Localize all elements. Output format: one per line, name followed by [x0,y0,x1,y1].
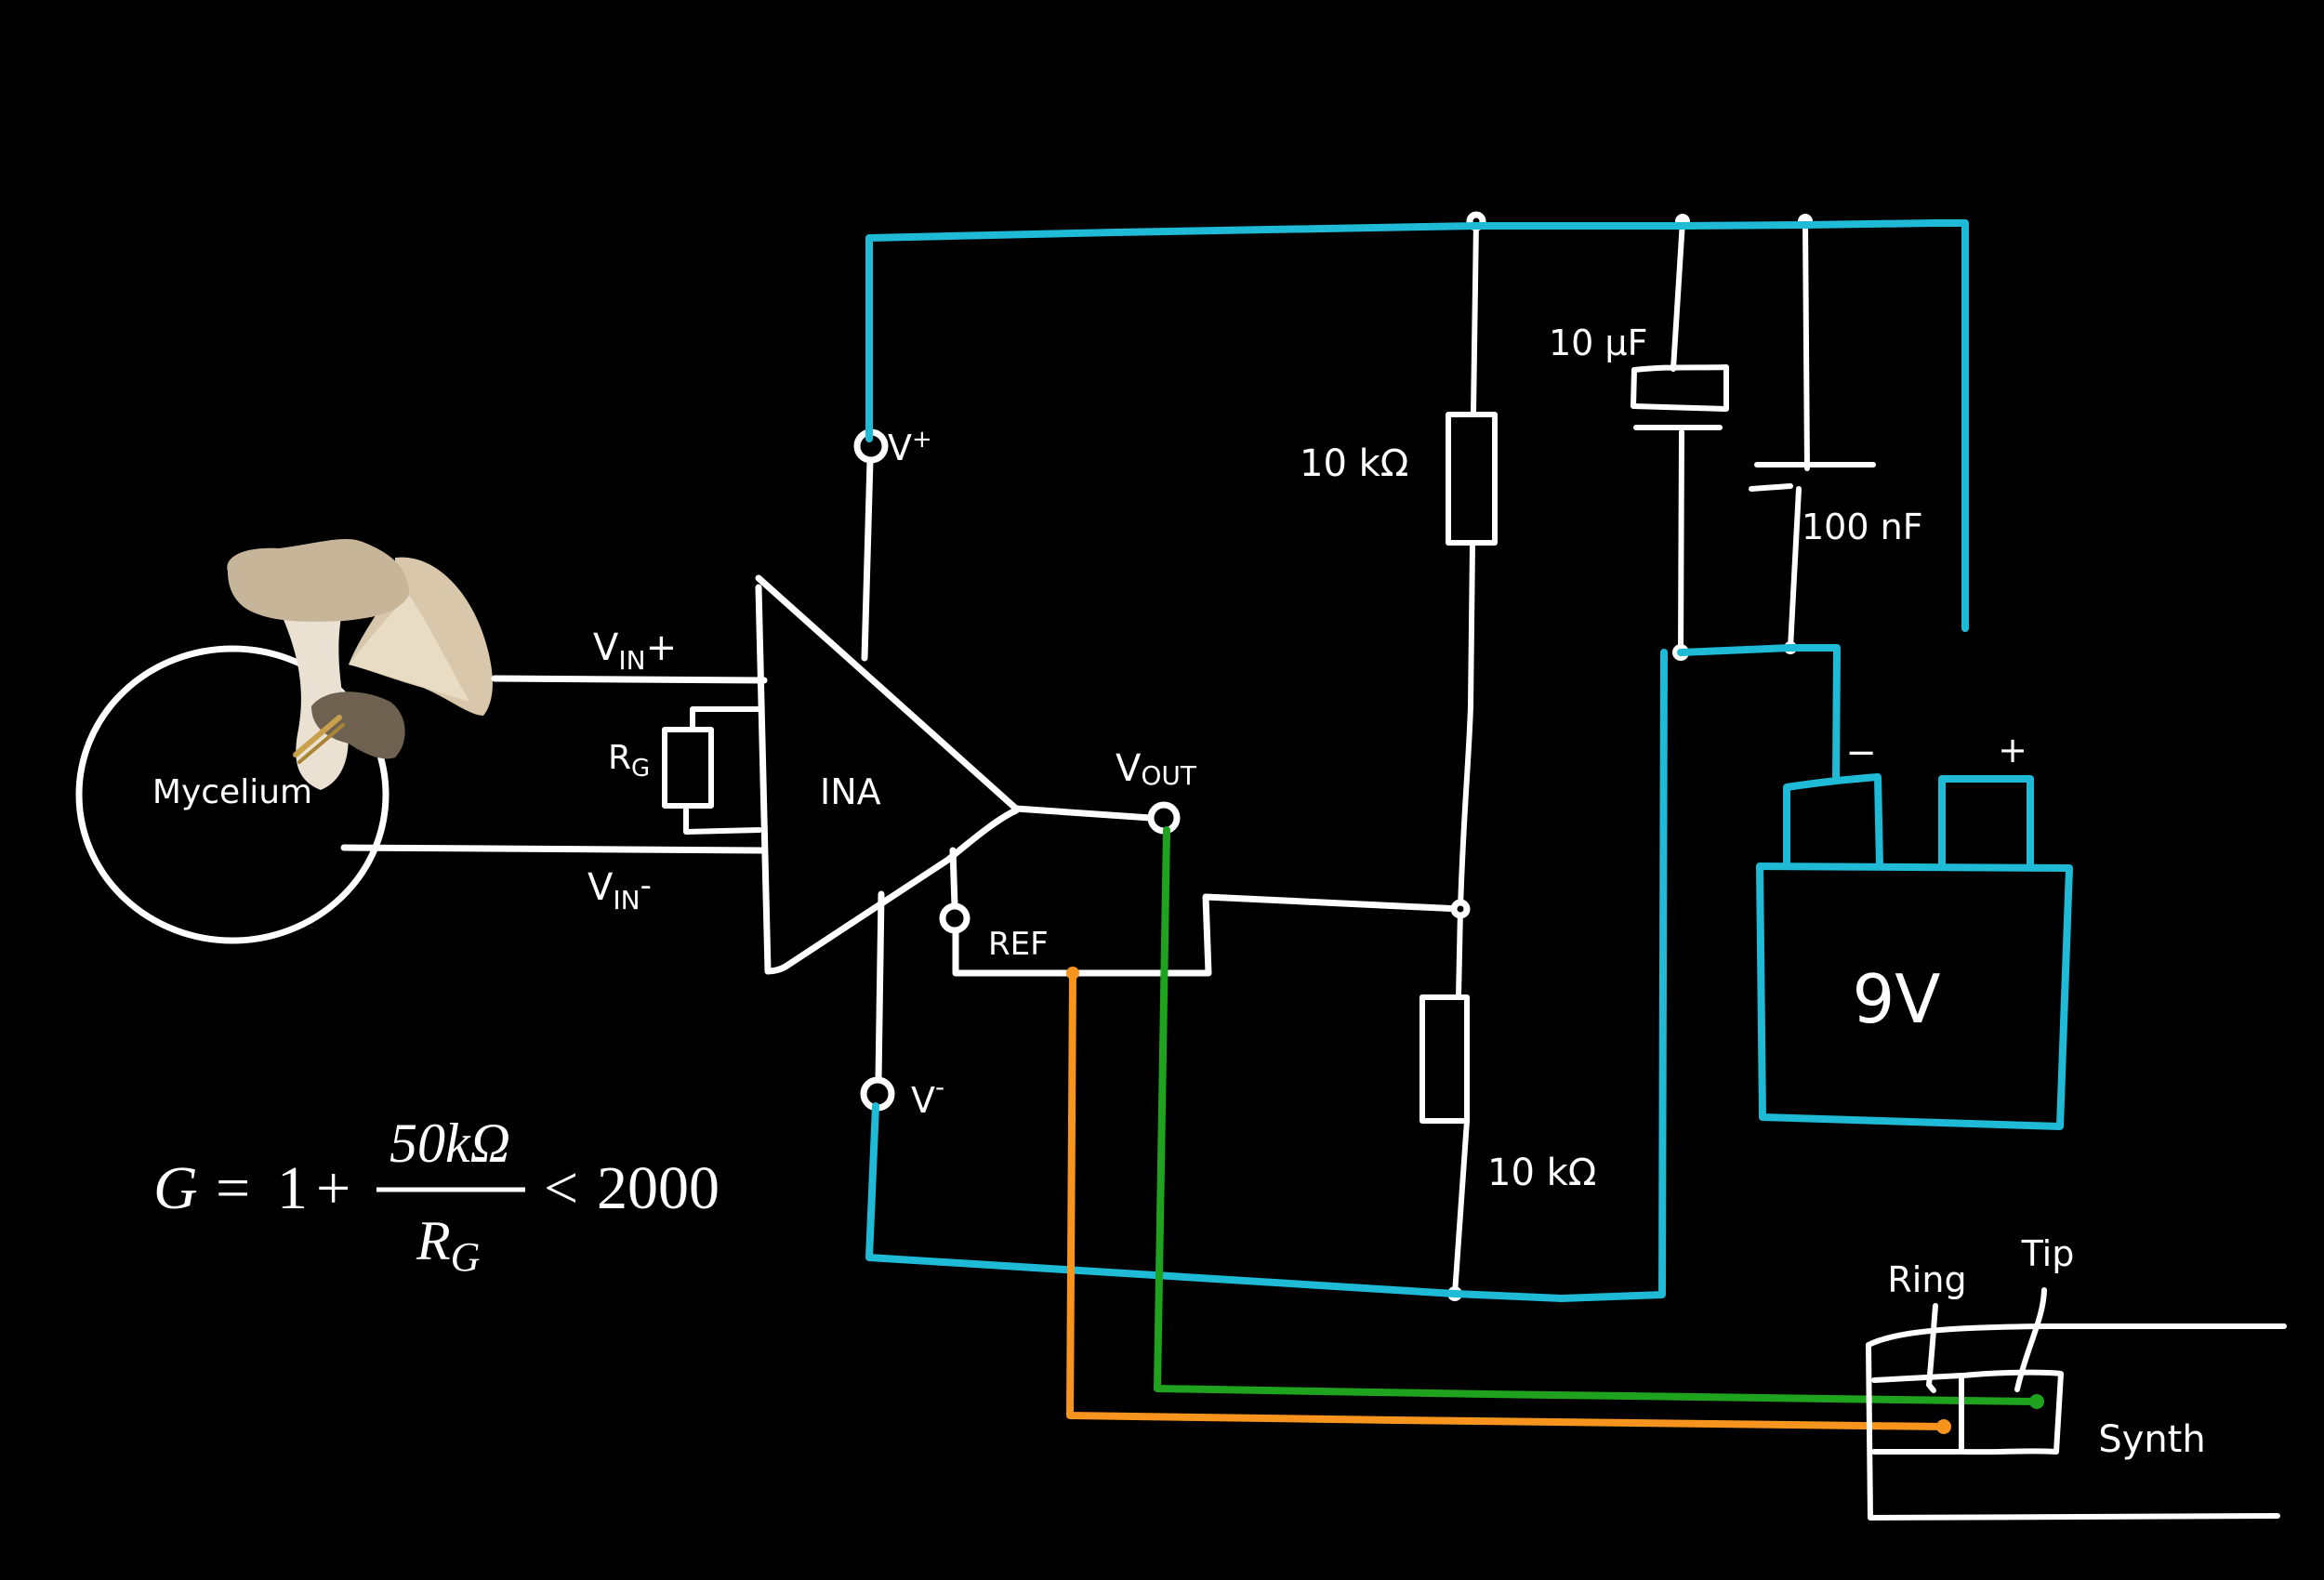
voltage-divider: 10 kΩ 10 kΩ [1300,211,1596,1301]
ref-label: REF [988,926,1049,963]
ref-lead [949,847,958,910]
divider-top-lead [1471,218,1479,416]
capacitor-electrolytic: 10 μF [1549,214,1729,661]
mycelium-node: Mycelium [75,645,390,944]
ref-terminal [939,902,971,934]
formula-one: 1 [277,1154,308,1222]
battery-plus-label: + [1998,730,2027,770]
vminus-lead [875,890,885,1084]
mycelium-circle [75,645,390,944]
vout-terminal [1147,801,1181,835]
tip-contact [1961,1369,2064,1455]
cap10u-bottom-lead [1678,429,1684,655]
formula-plus: + [316,1154,350,1222]
ref-signal-wire [1066,969,1948,1430]
vin-plus-wire [491,675,768,684]
ring-label: Ring [1887,1259,1966,1300]
divider-mid-junction [1450,899,1471,919]
rg-label: RG [608,739,650,783]
negative-rail-bottom [865,649,1668,1302]
cap10u-top-lead [1670,218,1685,372]
formula-numerator: 50kΩ [390,1113,510,1174]
jack-outline-top [1866,1323,2287,1348]
resistor-top-label: 10 kΩ [1300,442,1408,485]
cap10u-body [1631,364,1729,412]
ina-bottom-edge [764,807,1020,975]
mushroom-icon [227,539,493,790]
rg-body [662,727,714,809]
capacitor-ceramic: 100 nF [1749,214,1923,654]
cap100n-label: 100 nF [1802,507,1923,547]
resistor-top-body [1446,412,1498,546]
cap10u-label: 10 μF [1549,323,1647,363]
ina-top-edge [755,574,1020,812]
gain-formula: G = 1 + 50kΩ RG < 2000 [153,1113,720,1280]
gain-resistor: RG [608,706,762,835]
vin-minus-label: VIN- [588,866,652,915]
instrumentation-amplifier: INA [755,574,1020,975]
rg-lead-bottom [683,803,762,835]
vminus-label: V- [911,1072,944,1121]
ring-pointer [1926,1303,1938,1393]
battery-minus-terminal [1783,773,1883,870]
cap100n-plate-bottom [1749,483,1793,492]
tip-pointer [2014,1287,2047,1392]
ina-left-edge [755,584,772,975]
ref-signal-junction [1066,967,1079,980]
battery-plus-terminal [1938,775,2034,870]
ref-wire [952,893,1464,977]
vout-wire [1012,805,1155,822]
mycelium-label: Mycelium [152,773,312,811]
cap100n-top-lead [1802,218,1810,471]
positive-rail [865,219,1969,632]
formula-limit: 2000 [597,1154,720,1222]
battery-body [1756,862,2073,1130]
mushroom-gill-right [349,595,469,702]
resistor-bottom-label: 10 kΩ [1487,1152,1596,1194]
negative-rail-battery [1677,644,1841,784]
electrode-pin [297,723,345,764]
ring-contact-dot [1936,1419,1951,1434]
vin-plus-label: VIN+ [593,626,677,676]
battery-minus-label: − [1845,731,1877,774]
battery-label: 9V [1852,960,1940,1038]
vin-minus-wire [340,844,766,854]
vplus-label: V+ [888,426,932,468]
divider-bottom-lead [1452,1118,1470,1297]
out-signal-wire [1154,826,2040,1405]
synth-label: Synth [2098,1418,2205,1461]
mushroom-stem [279,604,349,790]
divider-mid-lead [1456,541,1475,999]
rg-lead-top [690,706,762,732]
mushroom-cap-dark [311,691,405,759]
ring-contact [1871,1373,1964,1455]
synth-jack: Ring Tip Synth [1866,1233,2287,1521]
tip-contact-dot [2029,1394,2044,1409]
cap100n-bottom-lead [1788,486,1802,651]
jack-outline-side [1866,1342,2280,1521]
formula-lt: < [544,1154,578,1222]
formula-denominator: RG [416,1210,480,1280]
vplus-lead [861,456,874,662]
formula-eq: = [216,1154,250,1222]
vout-label: VOUT [1116,747,1197,791]
electrode-pin [293,715,342,757]
formula-lhs: G [153,1154,198,1222]
ina-label: INA [820,771,881,812]
tip-label: Tip [2021,1233,2075,1274]
battery-9v: 9V − + [1756,730,2073,1130]
mushroom-cap-top [227,539,409,622]
resistor-bottom-body [1419,994,1470,1124]
